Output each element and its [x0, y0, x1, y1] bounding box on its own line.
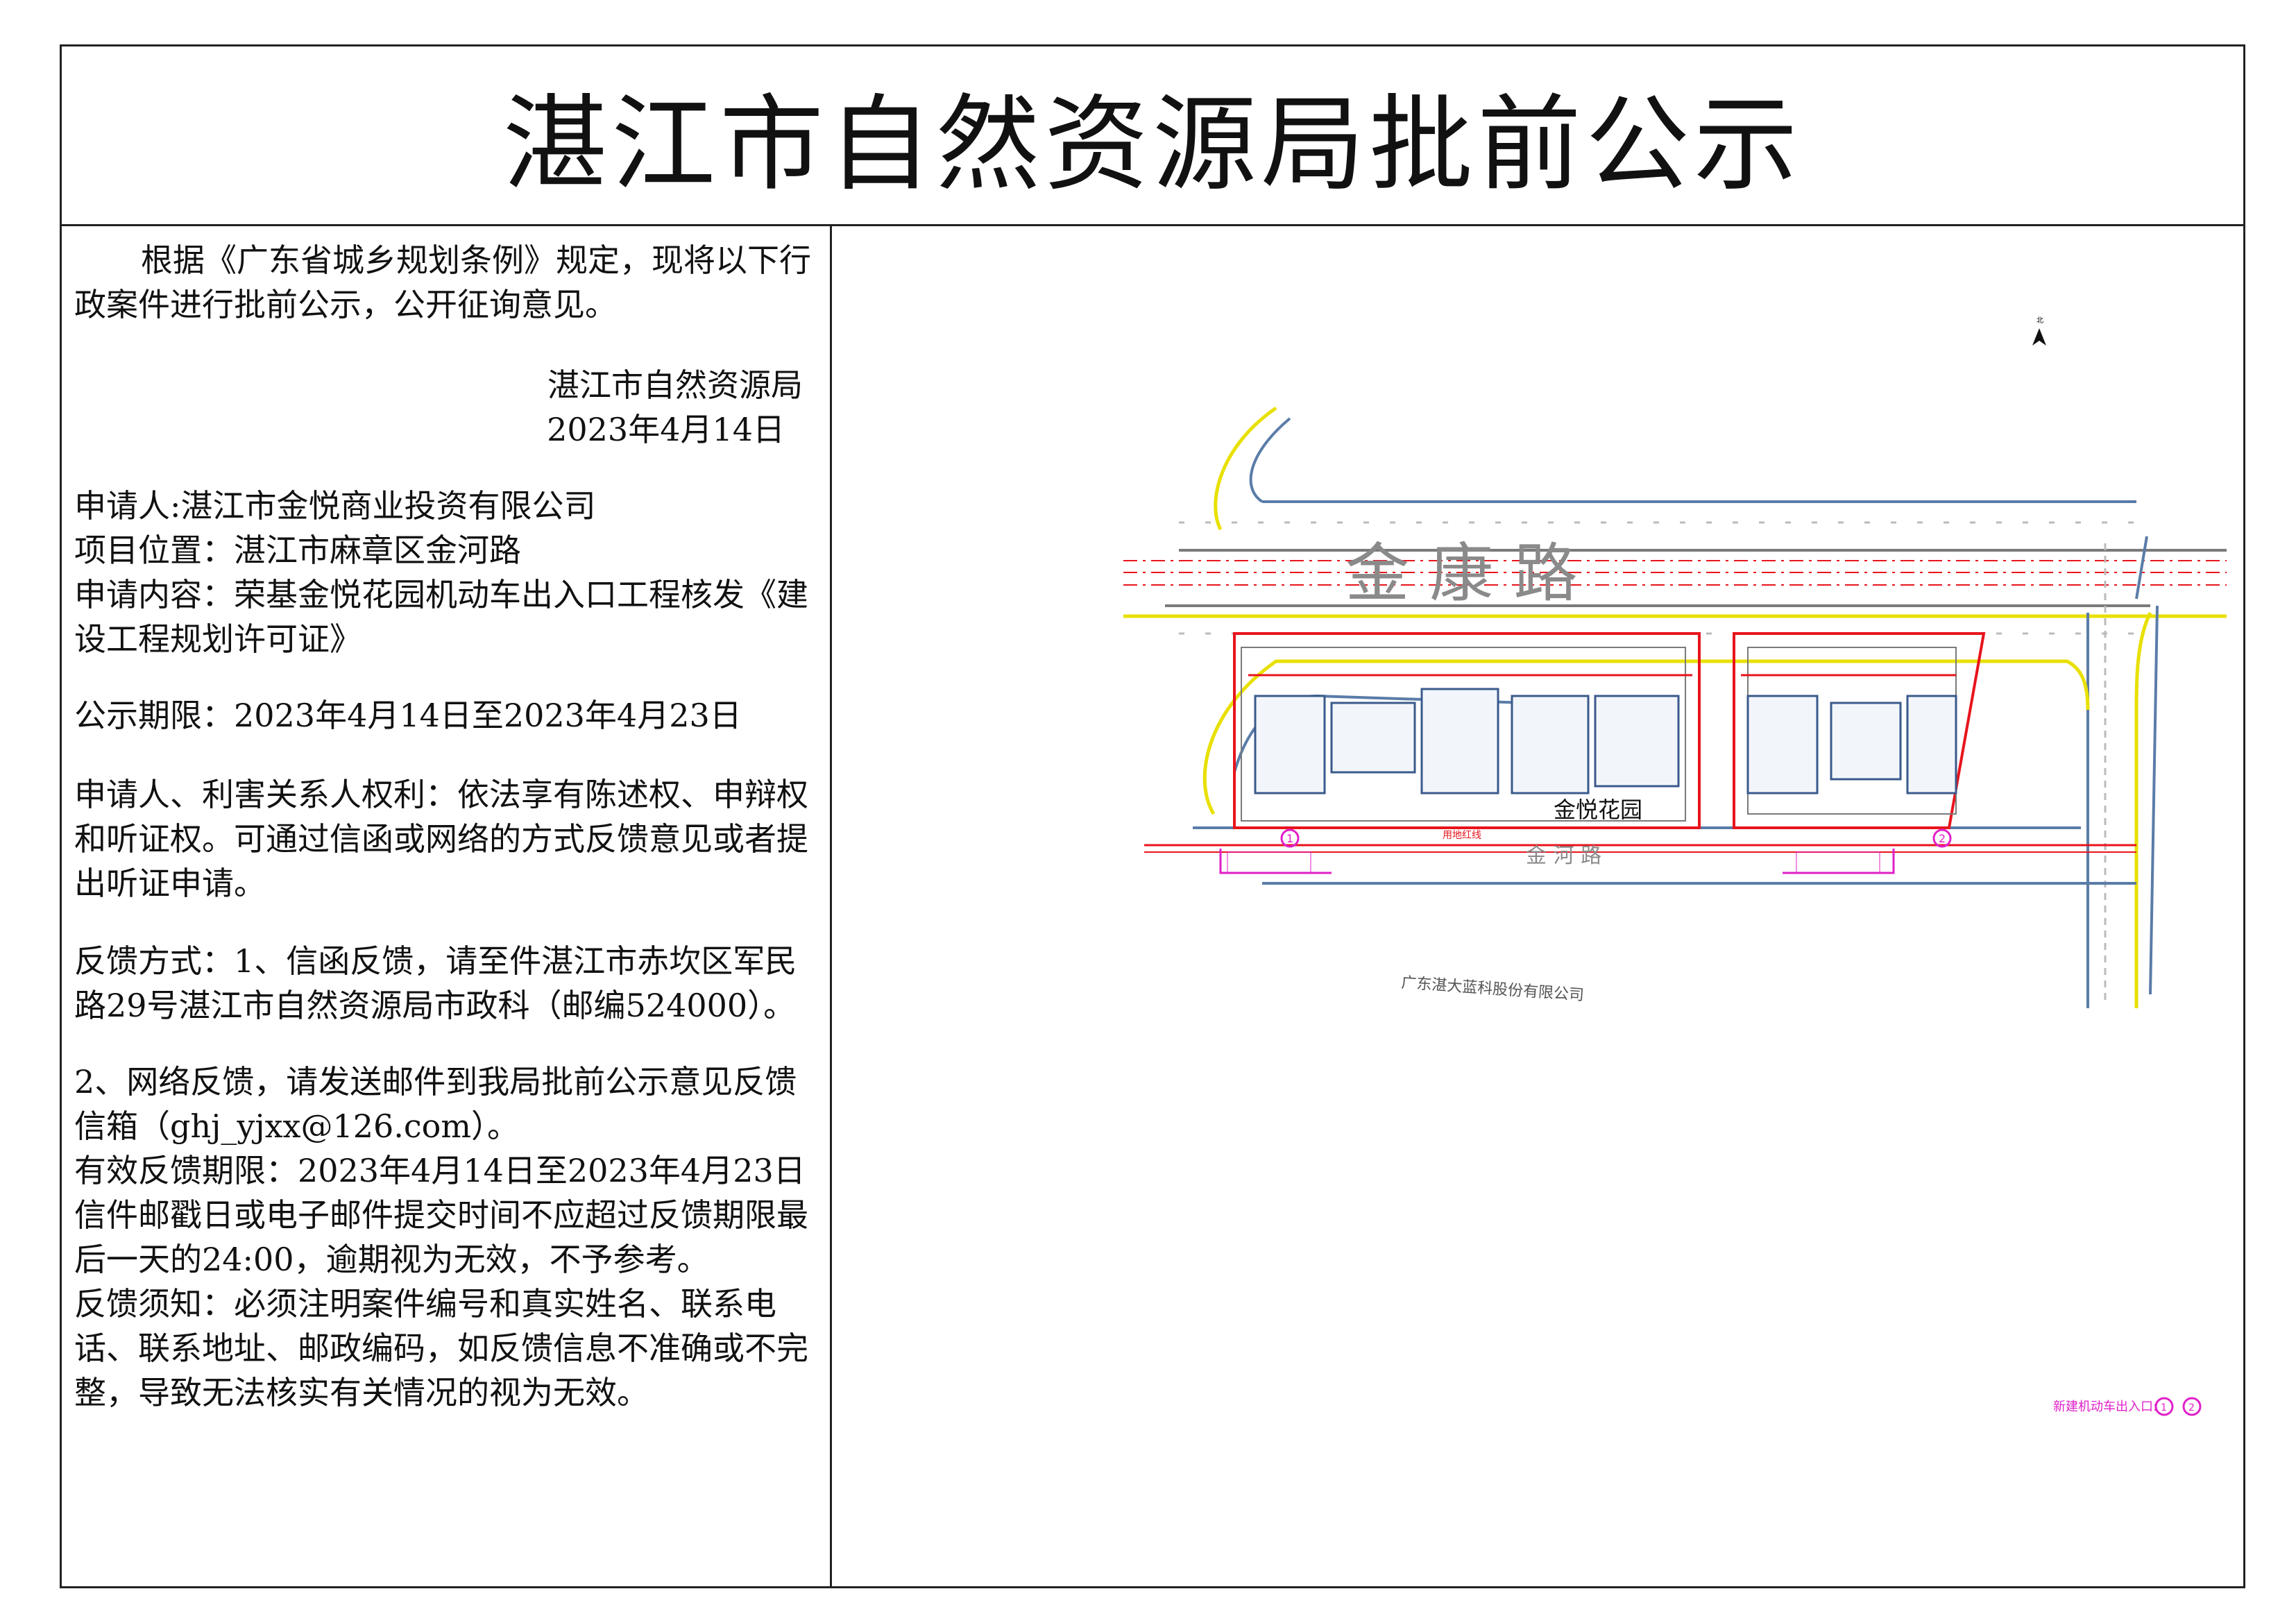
red-line-label: 用地红线: [1443, 830, 1481, 841]
project-name-label: 金悦花园: [1554, 797, 1642, 823]
svg-text:2: 2: [1939, 832, 1946, 845]
intro-text: 根据《广东省城乡规划条例》规定，现将以下行政案件进行批前公示，公开征询意见。: [74, 241, 811, 323]
legend-marker-1: 1: [2161, 1402, 2167, 1413]
site-red-line: [1233, 632, 1986, 829]
notice-frame: 湛江市自然资源局批前公示 根据《广东省城乡规划条例》规定，现将以下行政案件进行批…: [60, 44, 2245, 1588]
company-label: 广东湛大蓝科股份有限公司: [1401, 974, 1585, 1004]
north-label: 北: [2036, 316, 2043, 325]
applicant-line: 申请人:湛江市金悦商业投资有限公司: [74, 487, 596, 525]
page-title: 湛江市自然资源局批前公示: [502, 84, 1802, 205]
title-row: 湛江市自然资源局批前公示: [62, 46, 2243, 226]
valid-period-line: 有效反馈期限：2023年4月14日至2023年4月23日: [74, 1152, 806, 1189]
feedback-email-text: 2、网络反馈，请发送邮件到我局批前公示意见反馈信箱（ghj_yjxx@126.c…: [74, 1063, 797, 1145]
road-name-jinhe: 金 河 路: [1526, 844, 1601, 868]
feedback-mail-text: 反馈方式：1、信函反馈，请至件湛江市赤坎区军民路29号湛江市自然资源局市政科（邮…: [74, 942, 797, 1024]
issue-date: 2023年4月14日: [547, 411, 785, 448]
entrance-legend: 新建机动车出入口: 1 2: [2053, 1397, 2202, 1416]
legend-label: 新建机动车出入口:: [2053, 1400, 2157, 1414]
content-line: 申请内容：荣基金悦花园机动车出入口工程核发《建设工程规划许可证》: [74, 576, 808, 658]
east-road: [2086, 536, 2159, 1008]
jinkang-road: 金 康 路: [1123, 521, 2227, 635]
rights-text: 申请人、利害关系人权利：依法享有陈述权、申辩权和听证权。可通过信函或网络的方式反…: [74, 776, 808, 902]
legend-marker-2: 2: [2188, 1402, 2195, 1413]
deadline-note: 信件邮戳日或电子邮件提交时间不应超过反馈期限最后一天的24:00，逾期视为无效，…: [74, 1196, 808, 1278]
road-name-jinkang: 金 康 路: [1345, 536, 1578, 611]
location-line: 项目位置：湛江市麻章区金河路: [74, 532, 521, 569]
north-arrow-icon: 北: [2032, 316, 2046, 346]
period-line: 公示期限：2023年4月14日至2023年4月23日: [74, 697, 742, 734]
west-road-yellow: [1202, 659, 2090, 815]
residential-buildings: [1254, 688, 1957, 794]
entrance-marker-1: 1: [1219, 829, 1332, 874]
issuer-name: 湛江市自然资源局: [547, 366, 803, 404]
feedback-notice: 反馈须知：必须注明案件编号和真实姓名、联系电话、联系地址、邮政编码，如反馈信息不…: [74, 1285, 808, 1411]
svg-text:1: 1: [1286, 832, 1293, 845]
site-plan-map: 北 金 康 路: [1123, 316, 2227, 1416]
curved-road-yellow: [1214, 406, 1277, 531]
entrance-marker-2: 2: [1783, 829, 1952, 874]
notice-text-column: 根据《广东省城乡规划条例》规定，现将以下行政案件进行批前公示，公开征询意见。 湛…: [62, 224, 832, 1586]
curved-road-blue: [1249, 417, 1291, 503]
site-plan-panel: 北 金 康 路: [832, 224, 2243, 1586]
